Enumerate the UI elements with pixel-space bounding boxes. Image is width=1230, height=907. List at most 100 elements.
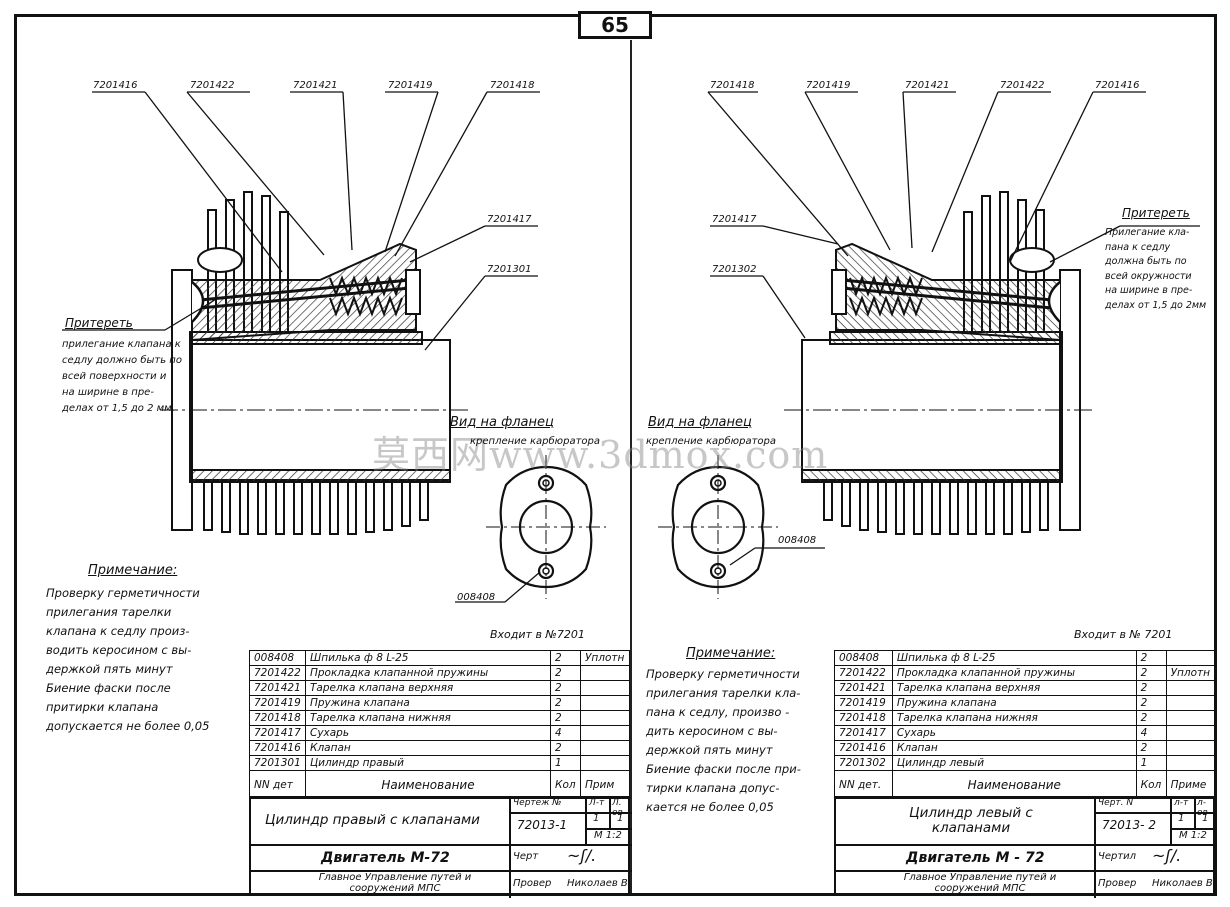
table-cell: Прокладка клапанной пружины: [891, 665, 1137, 681]
table-cell: 4: [549, 725, 581, 741]
checker-name: Николаев В: [567, 878, 628, 889]
part-label: 7201416: [93, 80, 138, 91]
note-title: Примечание:: [88, 563, 178, 578]
table-cell: Уплотн: [579, 650, 631, 666]
table-cell: 2: [1135, 740, 1167, 756]
table-cell: [579, 680, 631, 696]
table-cell: Пружина клапана: [304, 695, 551, 711]
signature: ~ʃ/.: [567, 846, 597, 865]
table-cell: [1165, 755, 1216, 771]
title-block-cell: Л. ов: [612, 798, 623, 818]
table-cell: Кол: [549, 770, 581, 799]
table-cell: 7201417: [834, 725, 893, 741]
table-cell: 2: [1135, 665, 1167, 681]
part-label: 7201418: [710, 80, 755, 91]
right-leader-lines: [707, 91, 1200, 566]
flange-view-title: Вид на фланец: [648, 415, 752, 430]
table-cell: Тарелка клапана верхняя: [891, 680, 1137, 696]
part-label: 7201421: [293, 80, 338, 91]
table-cell: 7201422: [249, 665, 306, 681]
part-label: 7201418: [490, 80, 535, 91]
table-cell: 7201302: [834, 755, 893, 771]
checker-name: Николаев В: [1152, 878, 1213, 889]
table-cell: Наименование: [304, 770, 551, 799]
signature: ~ʃ/.: [1152, 846, 1182, 865]
table-cell: Цилиндр левый: [891, 755, 1137, 771]
table-cell: [1165, 725, 1216, 741]
part-label: 7201301: [487, 264, 532, 275]
drawing-number: 72013- 2: [1102, 818, 1156, 832]
page-number: 65: [578, 11, 652, 39]
table-cell: [1165, 680, 1216, 696]
table-cell: 2: [549, 695, 581, 711]
title-block-cell: Провер: [1098, 878, 1137, 889]
lapping-title: Притереть: [65, 316, 133, 330]
drawing-title: Цилиндр левый с клапанами: [909, 805, 1033, 836]
table-cell: NN дет: [249, 770, 306, 799]
flange-view-subtitle: крепление карбюратора: [470, 436, 600, 447]
right-title-block: Цилиндр левый с клапанами Черт. N л-т л-…: [834, 796, 1217, 898]
part-label: 7201416: [1095, 80, 1140, 91]
table-cell: 4: [1135, 725, 1167, 741]
table-cell: 1: [1135, 755, 1167, 771]
table-cell: Кол: [1135, 770, 1167, 799]
table-cell: [579, 695, 631, 711]
part-label: 7201421: [905, 80, 950, 91]
part-label: 008408: [778, 535, 817, 546]
table-cell: Тарелка клапана верхняя: [304, 680, 551, 696]
left-title-block: Цилиндр правый с клапанами Чертеж № Л-т …: [249, 796, 632, 898]
table-cell: Прим: [579, 770, 631, 799]
table-cell: Клапан: [304, 740, 551, 756]
table-cell: [579, 665, 631, 681]
table-cell: [1165, 695, 1216, 711]
table-cell: 7201422: [834, 665, 893, 681]
table-cell: 7201416: [249, 740, 306, 756]
title-block-cell: л-ов: [1197, 798, 1208, 818]
organization: Главное Управление путей и сооружений МП…: [318, 872, 472, 894]
title-block-cell: Чертил: [1098, 851, 1137, 862]
table-cell: 008408: [834, 650, 893, 666]
table-cell: 2: [549, 680, 581, 696]
right-cylinder-section-drawing: [780, 190, 1094, 536]
table-cell: Клапан: [891, 740, 1137, 756]
table-cell: 7201421: [834, 680, 893, 696]
drawing-no-label: Чертеж №: [513, 798, 562, 808]
table-cell: Приме: [1165, 770, 1216, 799]
drawing-title: Цилиндр правый с клапанами: [265, 812, 480, 828]
table-cell: Прокладка клапанной пружины: [304, 665, 551, 681]
scale: М 1:2: [594, 830, 622, 841]
table-cell: Уплотн: [1165, 665, 1216, 681]
watermark: 莫西网www.3dmox.com: [372, 433, 829, 477]
table-cell: Тарелка клапана нижняя: [891, 710, 1137, 726]
title-block-cell: л-т: [1174, 798, 1189, 808]
part-label: 7201422: [190, 80, 235, 91]
table-cell: 2: [549, 650, 581, 666]
title-block-cell: Л-т: [589, 798, 605, 808]
drawing-no-label: Черт. N: [1098, 798, 1134, 808]
table-cell: Шпилька ф 8 L-25: [891, 650, 1137, 666]
table-cell: 2: [1135, 695, 1167, 711]
left-leader-lines: [62, 91, 541, 603]
table-cell: [579, 755, 631, 771]
table-cell: Сухарь: [891, 725, 1137, 741]
title-block-cell: 1: [593, 813, 600, 824]
table-cell: 2: [549, 710, 581, 726]
table-cell: Сухарь: [304, 725, 551, 741]
engine-name: Двигатель М-72: [321, 850, 450, 866]
